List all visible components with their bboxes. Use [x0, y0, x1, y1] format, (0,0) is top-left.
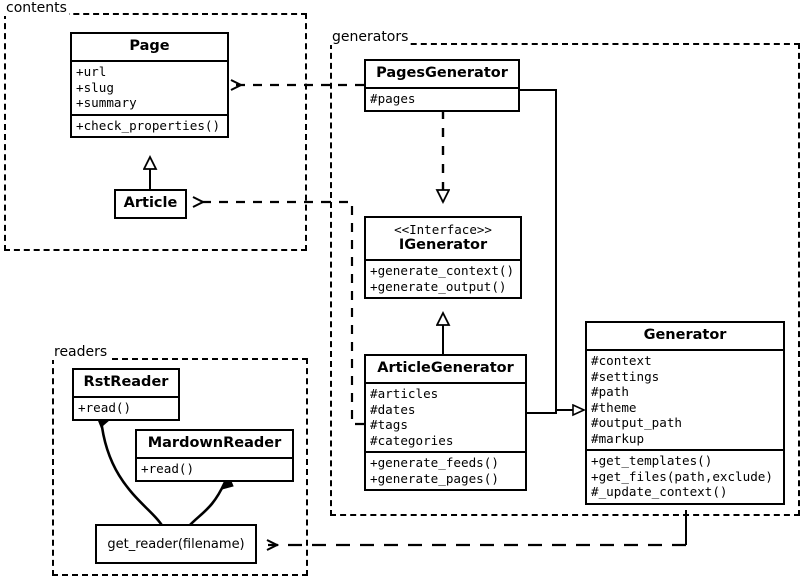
package-generators: [330, 43, 800, 516]
method: +check_properties(): [76, 117, 221, 133]
link-articlegenerator-to-generator: [527, 410, 584, 413]
attribute: #markup: [591, 430, 645, 446]
method: +generate_feeds(): [370, 455, 499, 470]
attribute: #articles: [370, 386, 439, 401]
attribute: +slug: [76, 79, 114, 95]
attribute: #categories: [370, 432, 454, 448]
class-page[interactable]: Page +url +slug +summary +check_properti…: [70, 32, 229, 138]
attribute: #pages: [370, 91, 416, 106]
attribute: +url: [76, 64, 107, 79]
package-contents: [4, 13, 307, 251]
link-get-reader-to-mardownreader: [187, 472, 234, 528]
method: +get_files(path,exclude): [591, 468, 773, 484]
class-mardown-reader[interactable]: MardownReader +read(): [135, 429, 294, 482]
link-articlegenerator-to-article: [194, 202, 364, 426]
class-generator-methods: +get_templates() +get_files(path,exclude…: [587, 449, 783, 503]
class-article[interactable]: Article: [114, 189, 187, 219]
method: +read(): [78, 400, 132, 415]
attribute: #settings: [591, 368, 660, 384]
class-rst-reader-methods: +read(): [74, 396, 178, 419]
package-readers-label: readers: [52, 344, 110, 360]
attribute: #dates: [370, 401, 416, 417]
attribute: #context: [591, 353, 652, 368]
class-pages-generator[interactable]: PagesGenerator #pages: [364, 59, 520, 112]
attribute: #theme: [591, 399, 637, 415]
class-igenerator-stereotype: <<Interface>>: [394, 222, 492, 237]
class-page-name: Page: [129, 38, 170, 54]
link-generator-to-get-reader: [268, 510, 687, 545]
class-mardown-reader-methods: +read(): [137, 457, 292, 480]
class-page-methods: +check_properties(): [72, 113, 227, 137]
function-get-reader[interactable]: get_reader(filename): [95, 524, 257, 564]
class-igenerator-name: <<Interface>> IGenerator: [366, 218, 520, 259]
attribute: #output_path: [591, 415, 682, 430]
class-article-generator-methods: +generate_feeds() +generate_pages(): [366, 451, 525, 489]
class-mardown-reader-name: MardownReader: [147, 435, 282, 451]
class-pages-generator-name: PagesGenerator: [376, 65, 508, 81]
method: +read(): [141, 461, 195, 476]
method: +generate_pages(): [370, 470, 499, 486]
class-generator-name: Generator: [643, 327, 727, 343]
class-igenerator-title: IGenerator: [398, 237, 488, 253]
package-generators-label: generators: [330, 29, 411, 45]
package-contents-label: contents: [4, 0, 69, 16]
attribute: +summary: [76, 95, 137, 110]
class-article-generator-attributes: #articles #dates #tags #categories: [366, 382, 525, 451]
attribute: #tags: [370, 417, 408, 432]
package-readers: [52, 358, 308, 576]
class-generator-attributes: #context #settings #path #theme #output_…: [587, 349, 783, 449]
attribute: #path: [591, 384, 629, 399]
function-get-reader-label: get_reader(filename): [107, 536, 245, 552]
class-igenerator[interactable]: <<Interface>> IGenerator +generate_conte…: [364, 216, 522, 299]
method: +generate_output(): [370, 278, 507, 294]
class-rst-reader-name: RstReader: [83, 374, 169, 390]
link-pagesgenerator-to-generator: [520, 89, 557, 410]
method: #_update_context(): [591, 484, 728, 499]
method: +generate_context(): [370, 263, 515, 278]
class-page-attributes: +url +slug +summary: [72, 60, 227, 114]
class-generator[interactable]: Generator #context #settings #path #them…: [585, 321, 785, 505]
class-article-generator[interactable]: ArticleGenerator #articles #dates #tags …: [364, 354, 527, 491]
class-article-generator-name: ArticleGenerator: [377, 360, 514, 376]
class-article-name: Article: [123, 195, 178, 211]
class-igenerator-methods: +generate_context() +generate_output(): [366, 259, 520, 297]
method: +get_templates(): [591, 453, 713, 468]
class-pages-generator-attributes: #pages: [366, 87, 518, 110]
class-rst-reader[interactable]: RstReader +read(): [72, 368, 180, 421]
